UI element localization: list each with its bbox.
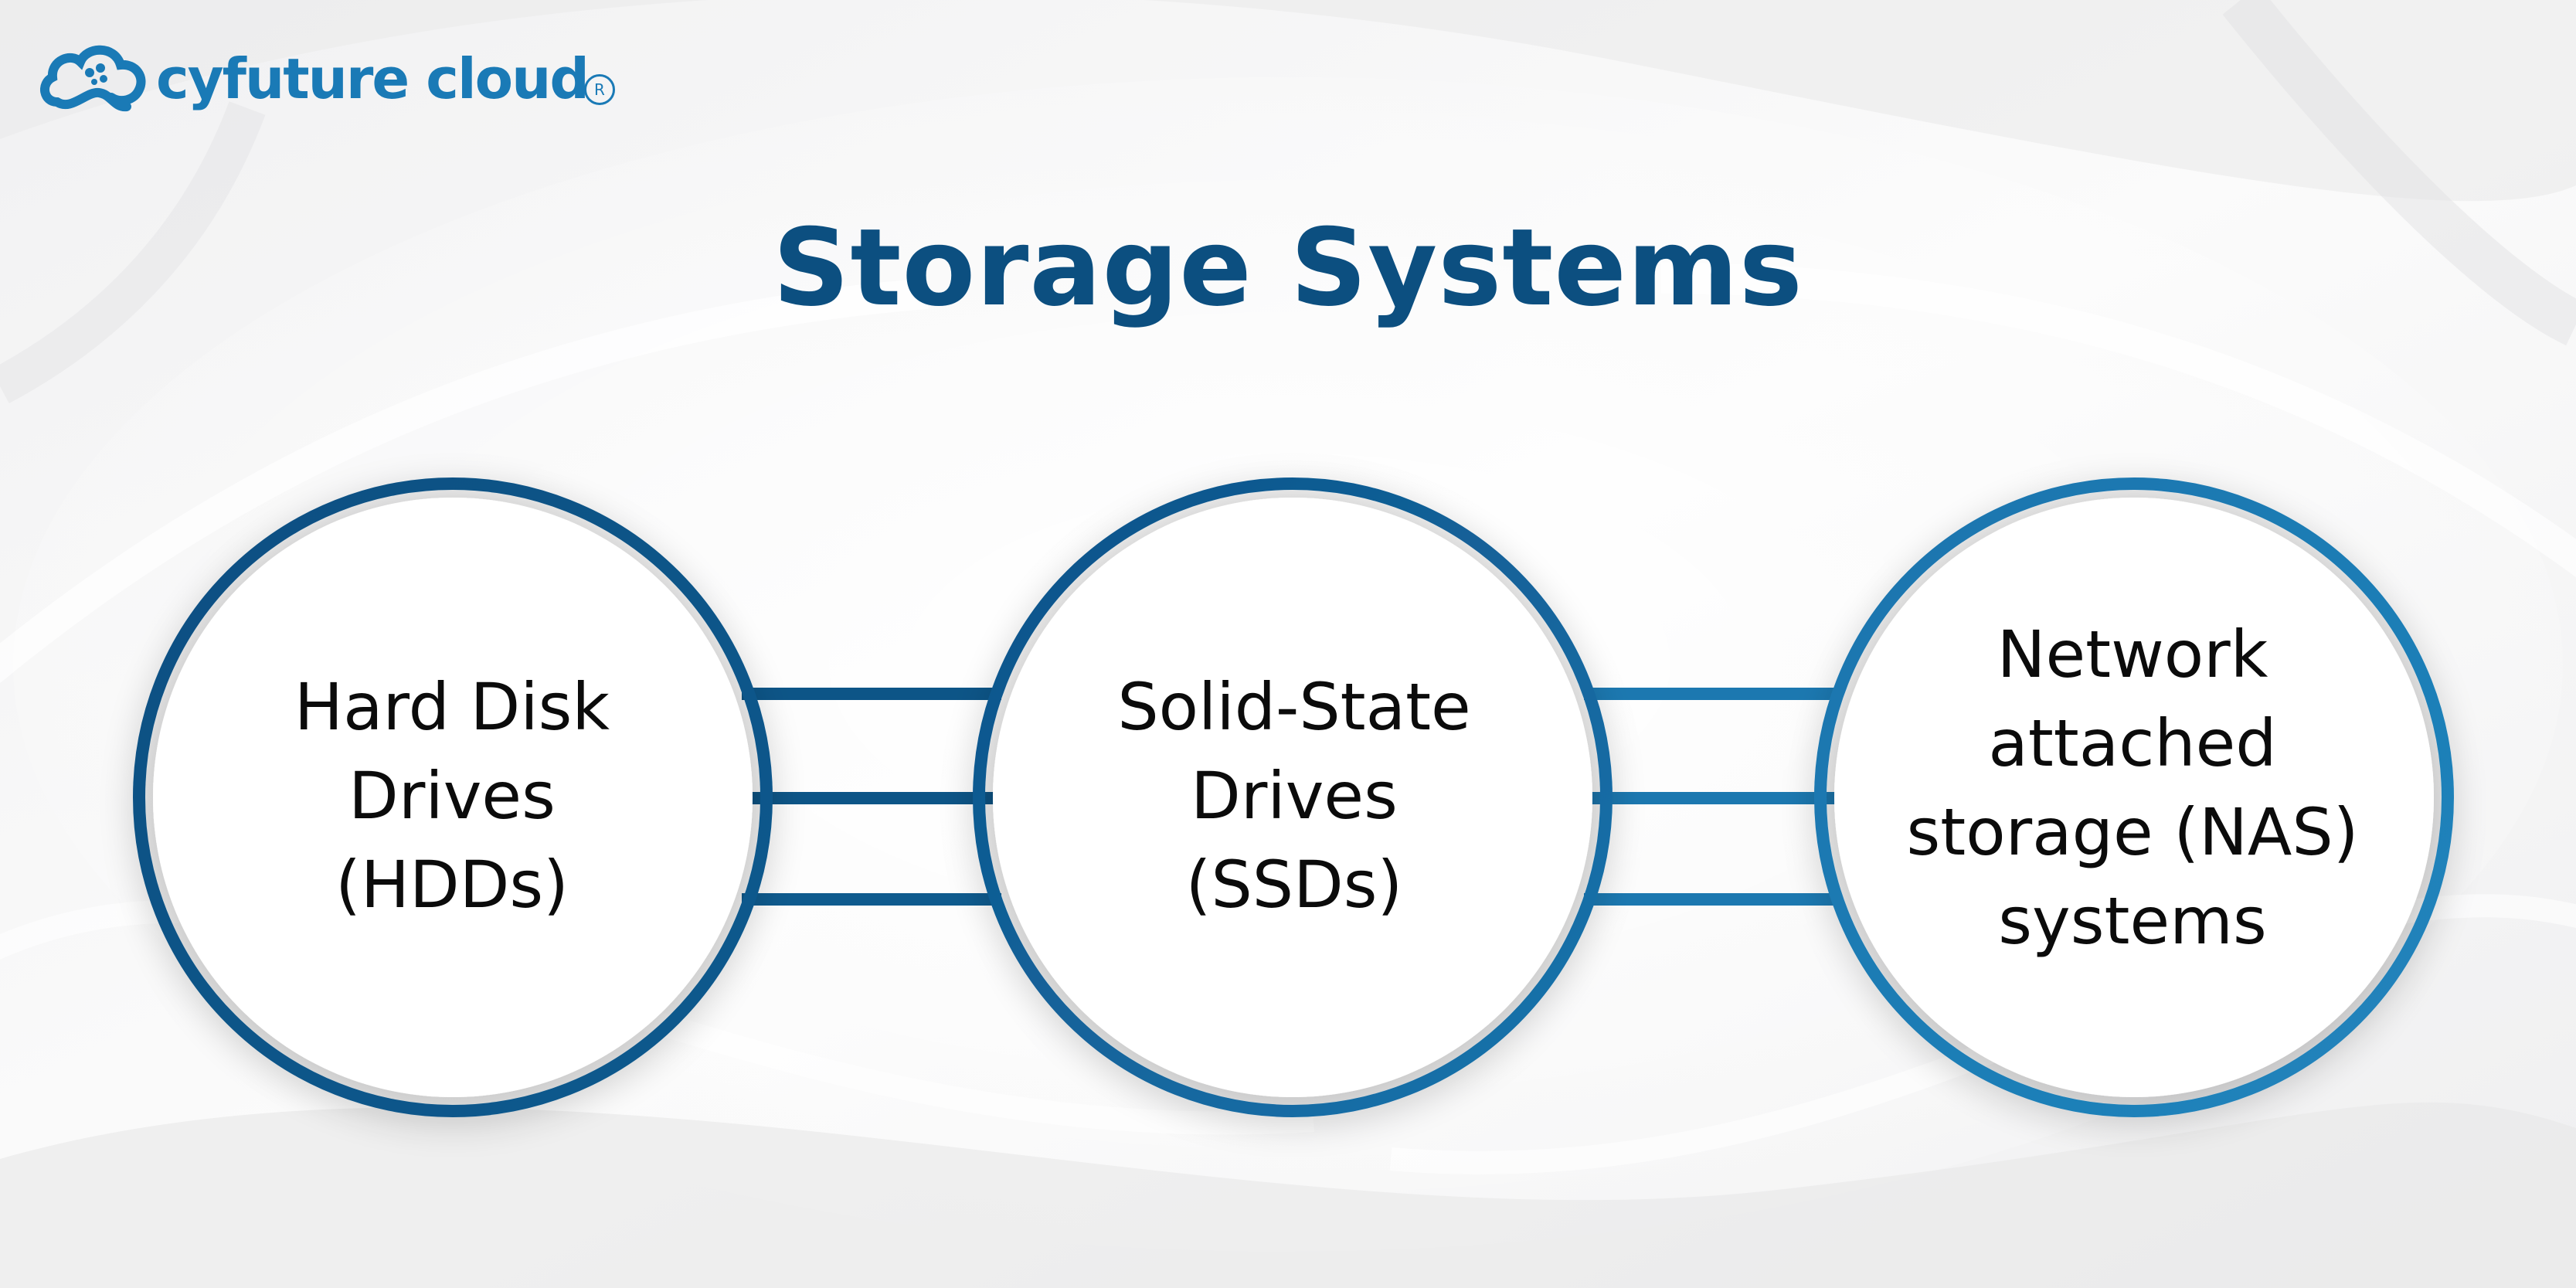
node-nas-circle [1814,477,2454,1117]
page-title: Storage Systems [773,206,1803,330]
connector-hdd-ssd [742,688,1001,906]
node-label-line: Drives [1191,757,1398,834]
connector-line [742,688,1001,700]
node-label-ssd: Solid-State Drives (SSDs) [1028,618,1561,974]
node-label-hdd: Hard Disk Drives (HDDs) [185,618,719,974]
node-label-line: Drives [348,757,556,834]
connector-ssd-nas [1584,688,1840,906]
node-label-line: (SSDs) [1185,846,1403,923]
node-ssd-circle [973,477,1613,1117]
connector-line [1584,688,1840,700]
brand-logo: cyfuture cloud R [40,37,627,122]
connector-line [1584,792,1840,804]
node-label-line: attached [1988,705,2277,781]
node-label-line: Solid-State [1117,668,1471,745]
registered-mark-icon: R [584,74,615,105]
connector-line [742,792,1001,804]
cloud-logo-icon [40,45,146,112]
node-label-line: storage (NAS) [1906,794,2359,870]
node-hdd-circle [133,477,773,1117]
connector-line [742,893,1001,906]
brand-name: cyfuture cloud [156,46,590,111]
node-label-line: (HDDs) [335,846,569,923]
node-label-line: Hard Disk [294,668,610,745]
node-label-line: Network [1997,617,2268,692]
connector-line [1584,893,1840,906]
node-label-line: systems [1998,883,2267,959]
node-label-nas: Network attached storage (NAS) systems [1831,595,2434,981]
